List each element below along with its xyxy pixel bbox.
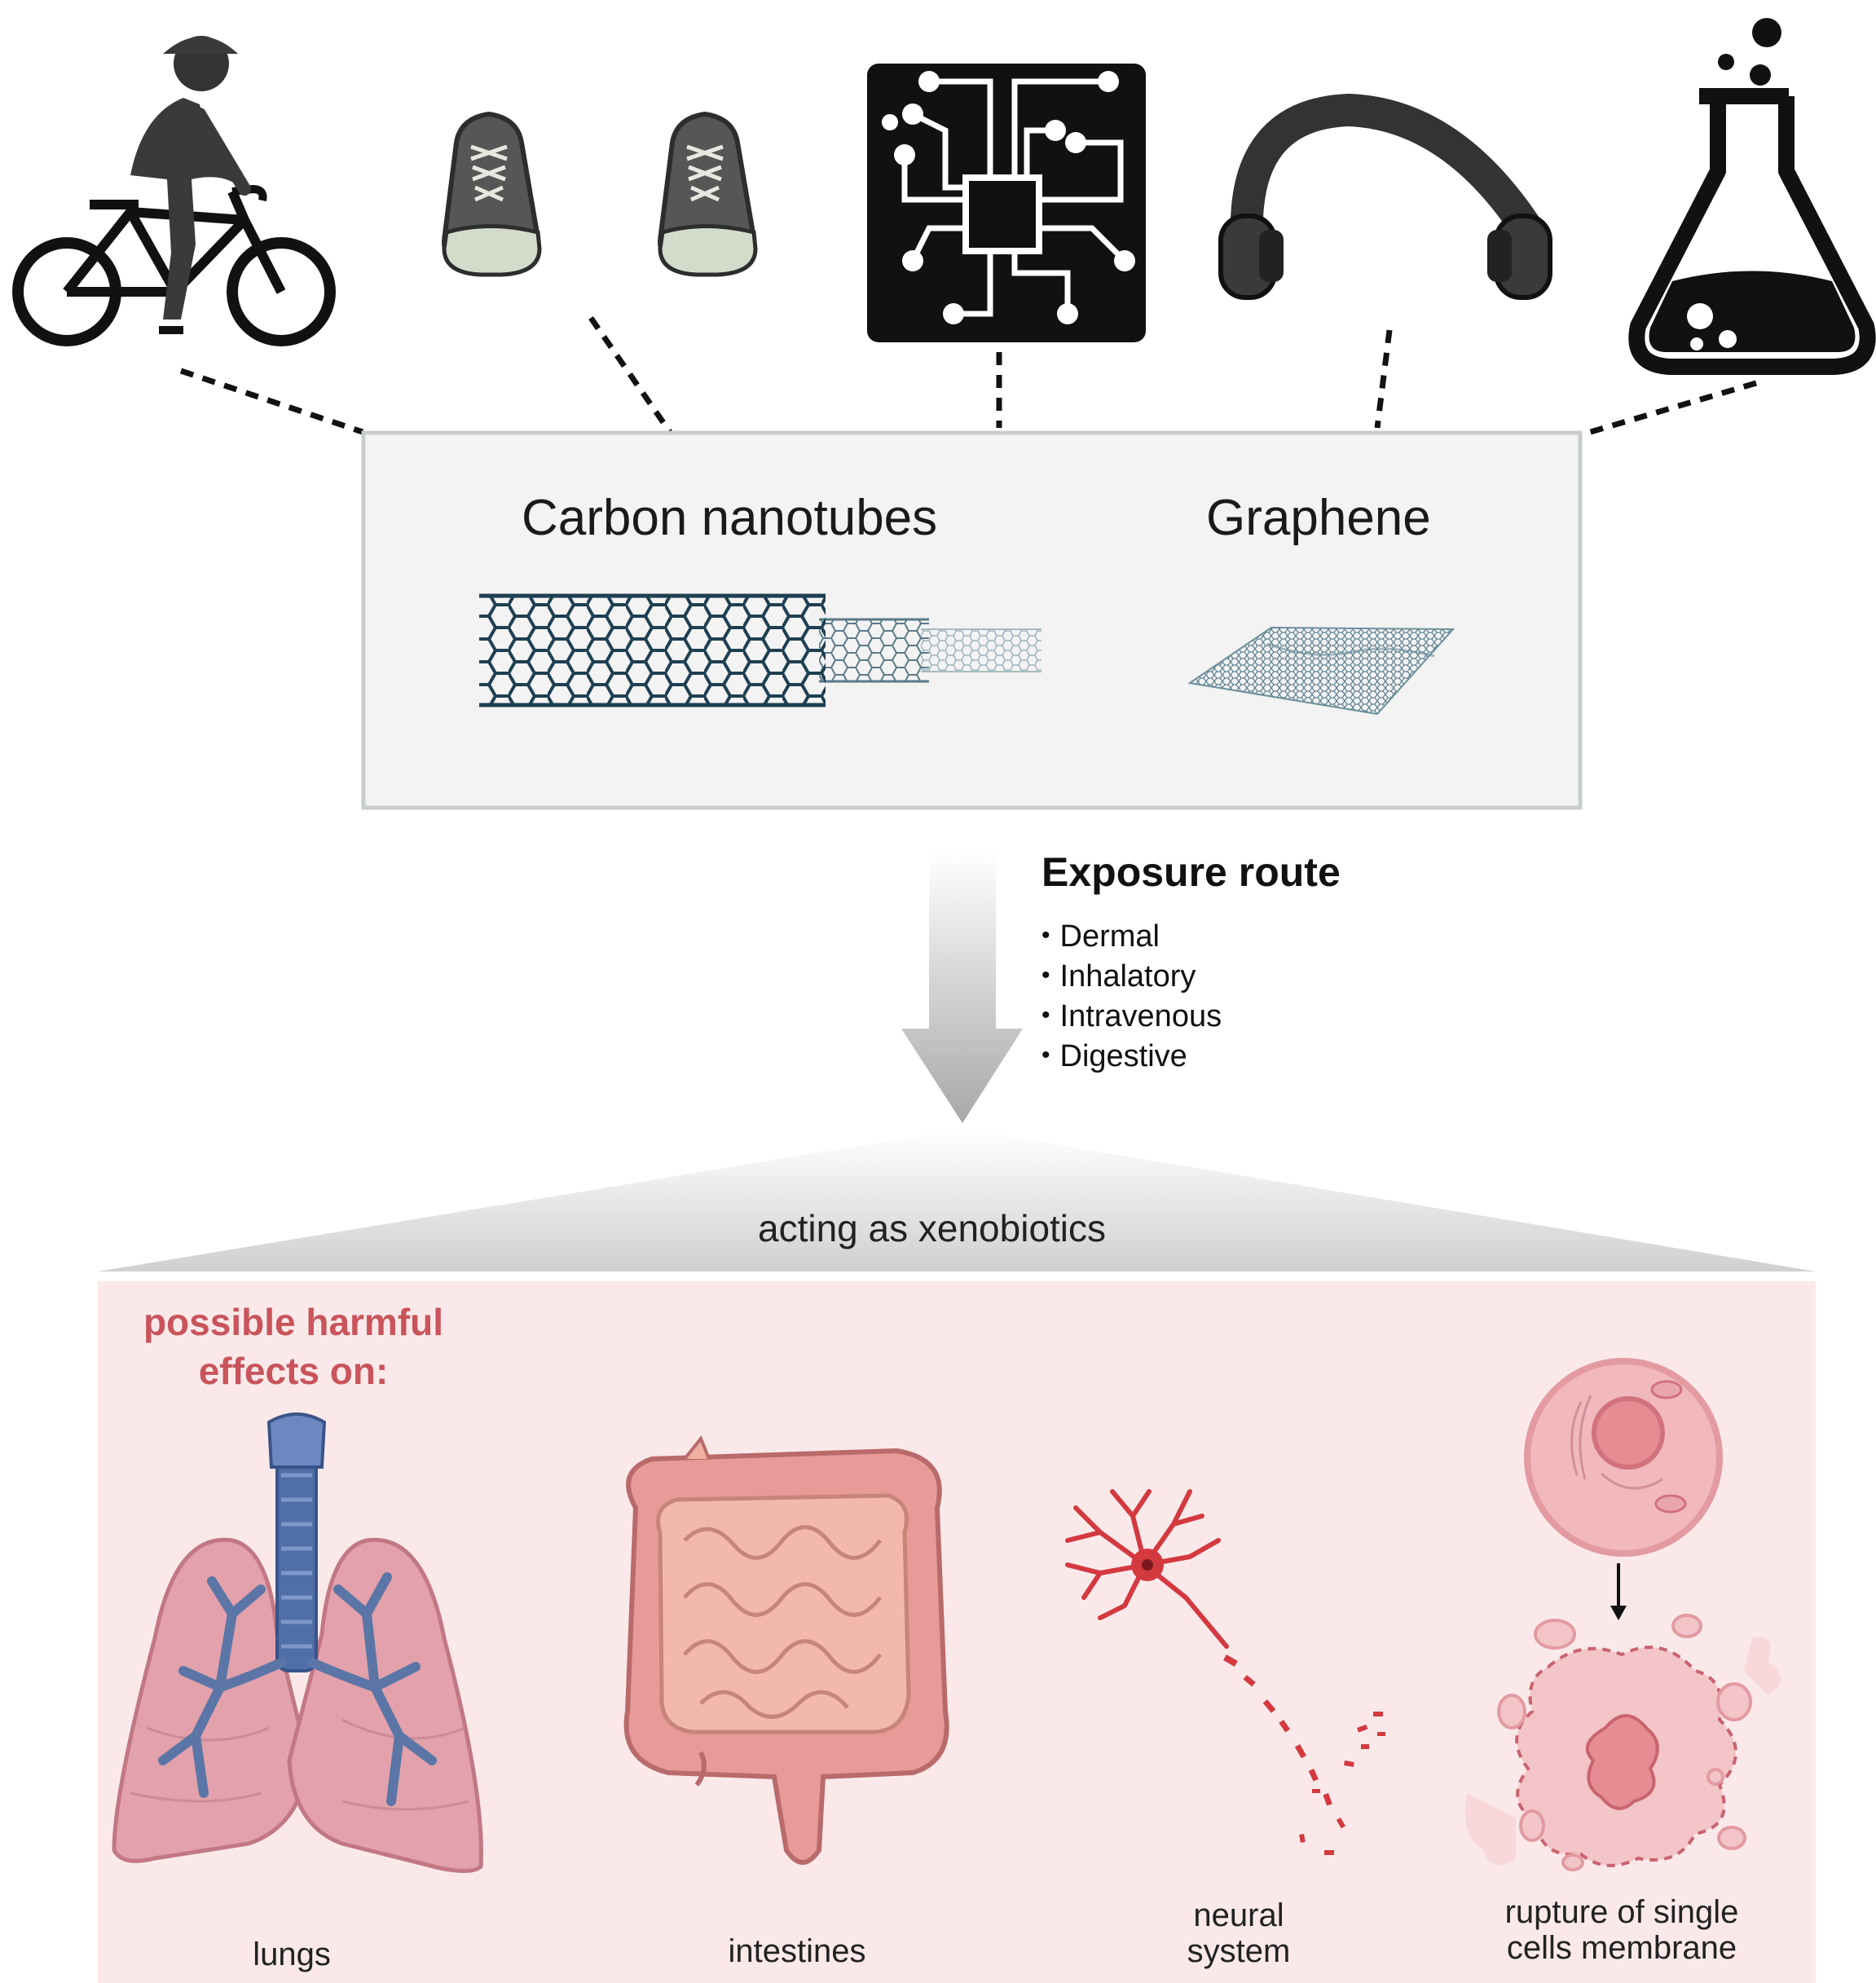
exposure-arrow bbox=[901, 852, 1023, 1123]
nanotube-illustration bbox=[479, 593, 1041, 707]
graphene-illustration bbox=[1187, 626, 1455, 716]
cell-rupture-label: rupture of single cells membrane bbox=[1467, 1894, 1777, 1966]
harmful-effects-line-2: effects on: bbox=[198, 1350, 389, 1392]
lungs-icon bbox=[112, 1412, 483, 1873]
neural-system-label: neural system bbox=[1157, 1897, 1320, 1969]
intestines-label: intestines bbox=[728, 1933, 866, 1969]
route-item: Digestive bbox=[1041, 1036, 1222, 1076]
harmful-effects-line-1: possible harmful bbox=[143, 1301, 444, 1343]
exposure-route-list: Dermal Inhalatory Intravenous Digestive bbox=[1041, 916, 1222, 1076]
connector-lines bbox=[179, 316, 1757, 438]
headphones-icon bbox=[1218, 93, 1552, 300]
cell-rupture-arrow bbox=[1610, 1563, 1627, 1620]
healthy-cell-icon bbox=[1524, 1358, 1723, 1557]
neuron-icon bbox=[1065, 1489, 1385, 1855]
cyclist-icon bbox=[12, 36, 336, 346]
xenobiotics-fan bbox=[98, 1129, 1816, 1271]
intestines-icon bbox=[623, 1435, 949, 1865]
lungs-label: lungs bbox=[253, 1937, 331, 1972]
carbon-nanotubes-label: Carbon nanotubes bbox=[522, 490, 938, 546]
cell-label-line-1: rupture of single bbox=[1504, 1894, 1739, 1930]
neural-label-line-1: neural bbox=[1193, 1897, 1284, 1933]
xenobiotics-label: acting as xenobiotics bbox=[758, 1207, 1107, 1249]
route-item: Inhalatory bbox=[1041, 956, 1222, 996]
route-item: Dermal bbox=[1041, 916, 1222, 956]
cell-label-line-2: cells membrane bbox=[1506, 1930, 1737, 1966]
fragmented-axon bbox=[1222, 1655, 1385, 1855]
ruptured-cell-icon bbox=[1464, 1614, 1781, 1871]
graphene-label: Graphene bbox=[1206, 490, 1431, 546]
route-item: Intravenous bbox=[1041, 996, 1222, 1036]
flask-icon bbox=[1628, 18, 1876, 375]
sneakers-icon bbox=[441, 111, 758, 277]
neural-label-line-2: system bbox=[1187, 1933, 1291, 1969]
harmful-effects-heading: possible harmful effects on: bbox=[122, 1298, 465, 1395]
circuit-board-icon bbox=[867, 64, 1146, 342]
exposure-route-title: Exposure route bbox=[1041, 849, 1341, 895]
